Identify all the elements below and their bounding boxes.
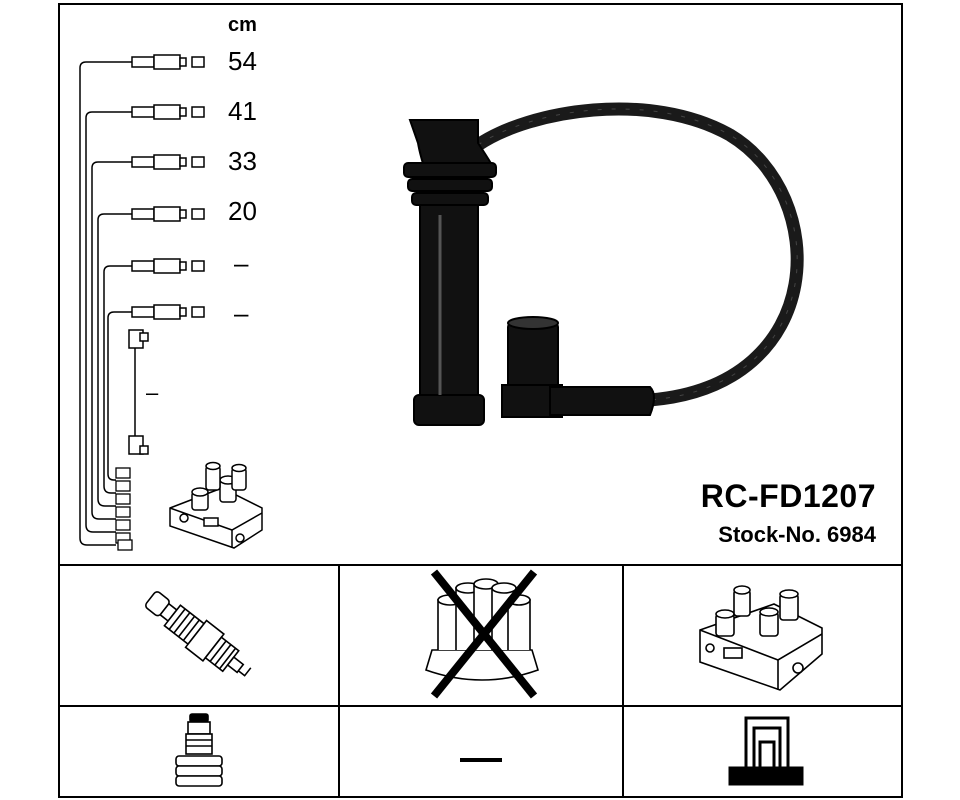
lead-connector-row-3 bbox=[131, 154, 205, 170]
length-label-4: 20 bbox=[228, 196, 257, 226]
product-code: RC-FD1207 bbox=[700, 478, 876, 514]
lead-vertical-extra bbox=[128, 329, 149, 455]
plug-connector-icon bbox=[175, 713, 223, 787]
diagram-frame bbox=[58, 3, 903, 798]
divider-right bbox=[622, 564, 624, 798]
distributor-cap-crossed-icon bbox=[425, 569, 539, 699]
divider-top bbox=[58, 564, 903, 566]
coil-connector-icon bbox=[728, 716, 804, 786]
length-label-5: – bbox=[234, 248, 249, 278]
lead-connector-row-5 bbox=[131, 258, 205, 274]
lead-end-connectors bbox=[115, 467, 133, 551]
lead-connector-row-6 bbox=[131, 304, 205, 320]
lead-schematic bbox=[79, 54, 205, 551]
divider-left bbox=[338, 564, 340, 798]
coil-boot bbox=[501, 316, 655, 418]
length-label-extra: – bbox=[146, 380, 159, 405]
length-label-3: 33 bbox=[228, 146, 257, 176]
ignition-coil-icon bbox=[699, 585, 823, 691]
spark-plug-icon bbox=[145, 591, 252, 677]
lead-connector-row-4 bbox=[131, 206, 205, 222]
distributor-connector-none bbox=[460, 758, 502, 762]
plug-boot bbox=[403, 119, 497, 426]
lead-connector-row-2 bbox=[131, 104, 205, 120]
length-unit-label: cm bbox=[228, 14, 257, 36]
length-label-6: – bbox=[234, 298, 249, 328]
coil-small-icon bbox=[169, 461, 263, 549]
lead-connector-row-1 bbox=[131, 54, 205, 70]
length-label-2: 41 bbox=[228, 96, 257, 126]
length-label-1: 54 bbox=[228, 46, 257, 76]
stock-number: Stock-No. 6984 bbox=[718, 522, 876, 547]
ignition-lead-illustration bbox=[403, 102, 804, 426]
cross-line-b bbox=[430, 569, 538, 699]
divider-middle bbox=[58, 705, 903, 707]
